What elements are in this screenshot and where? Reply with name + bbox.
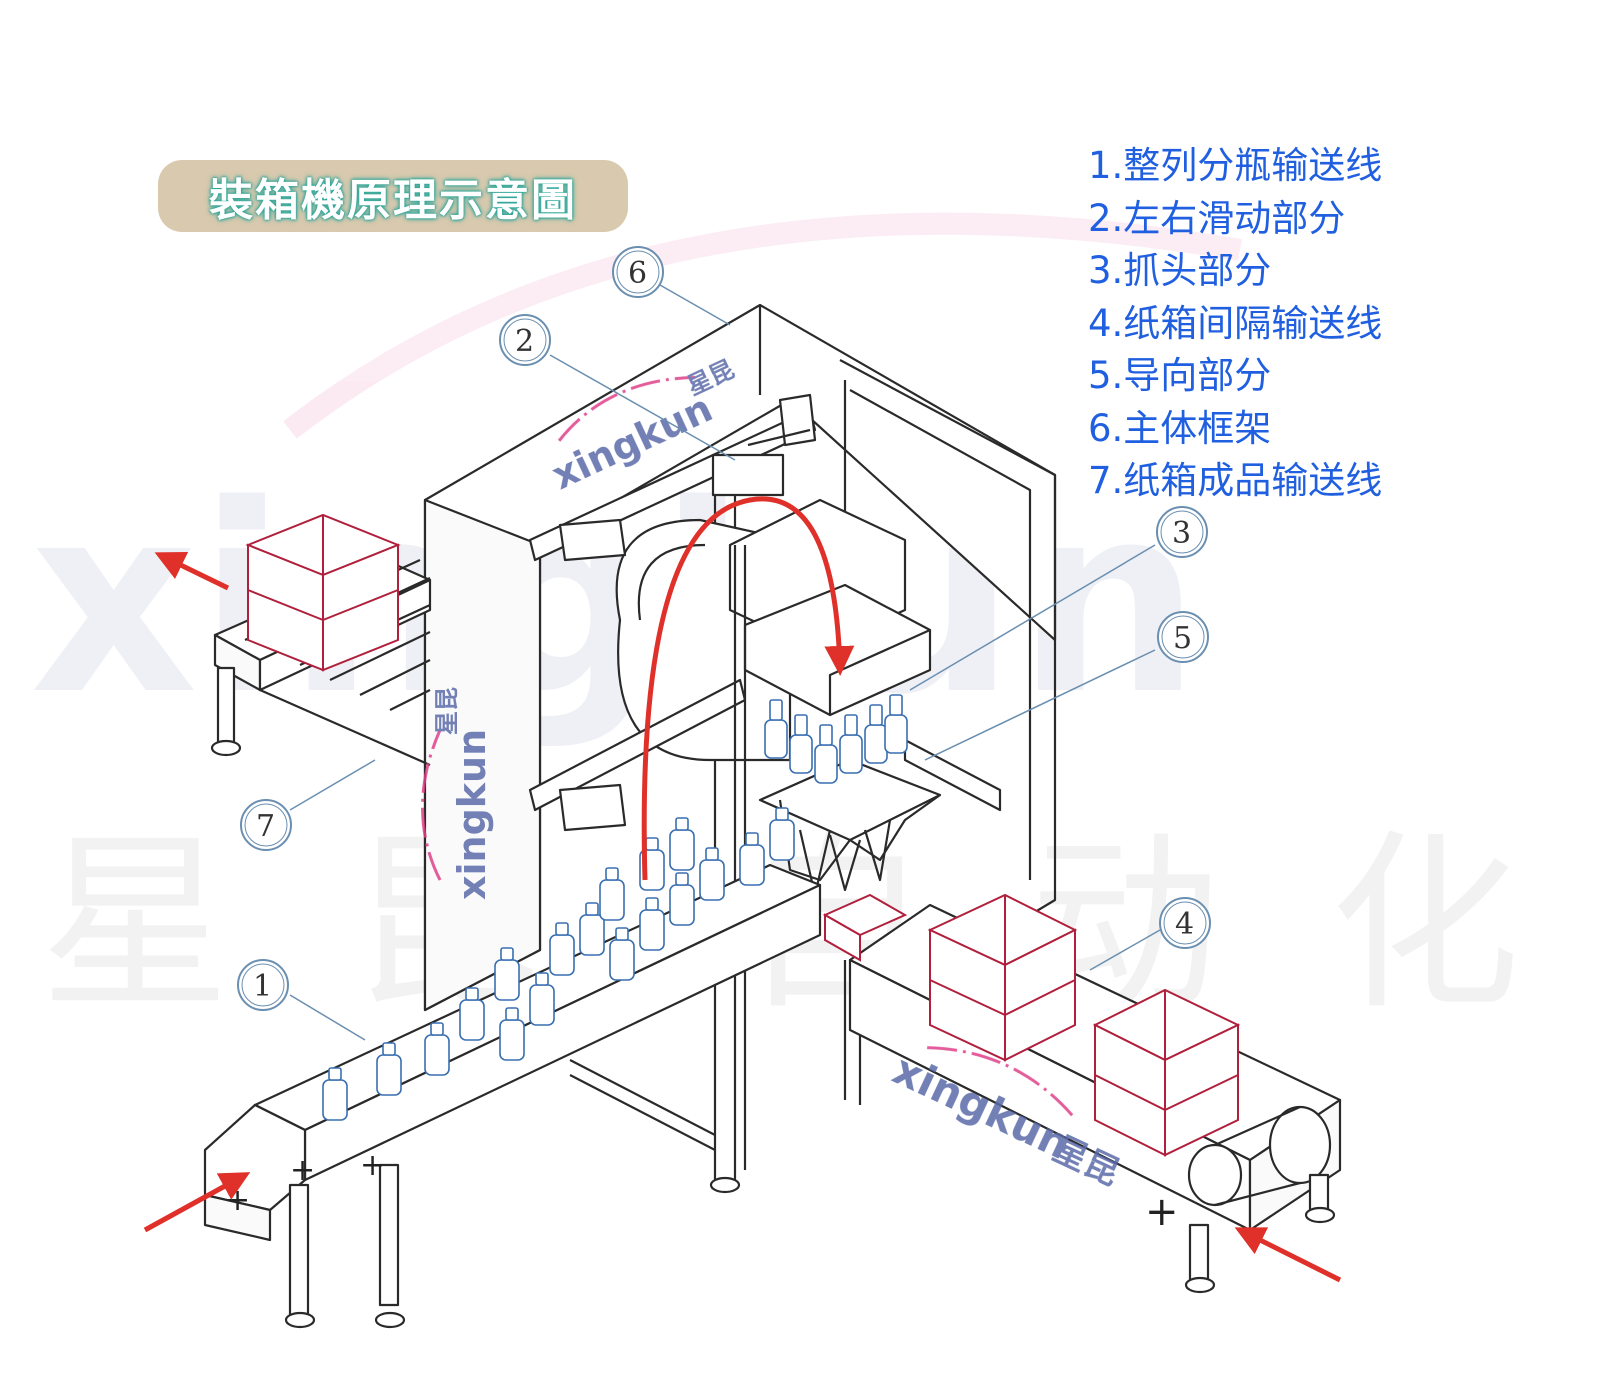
bottle xyxy=(424,1022,450,1076)
bottle xyxy=(376,1042,402,1096)
diagram-title: 裝箱機原理示意圖 xyxy=(209,175,577,226)
bottle xyxy=(864,704,888,764)
callout-label-2: 2 xyxy=(515,324,534,359)
svg-text:+: + xyxy=(225,1183,250,1218)
callout-label-7: 7 xyxy=(256,809,275,844)
bottle xyxy=(459,987,485,1041)
bottle-infeed-arrow xyxy=(143,1172,251,1233)
bottles xyxy=(322,694,908,1121)
bottle xyxy=(549,922,575,976)
bottle xyxy=(322,1067,348,1121)
svg-text:+: + xyxy=(360,1148,385,1183)
bottle xyxy=(814,724,838,784)
bottle xyxy=(609,927,635,981)
callout-label-3: 3 xyxy=(1172,516,1191,551)
callout-2: 2 xyxy=(499,314,551,366)
bottle xyxy=(739,832,765,886)
cartons xyxy=(245,513,1241,1157)
watermark-brand-cn-side: 星昆 xyxy=(433,687,461,735)
flow-arrows xyxy=(143,496,1342,1283)
callout-7: 7 xyxy=(240,799,292,851)
bottle xyxy=(884,694,908,754)
wm-char-1: 星 xyxy=(40,814,230,1035)
carton-outfeed-arrow xyxy=(154,551,230,591)
wm-char-5: 化 xyxy=(1330,814,1520,1035)
legend-item-7: 7.纸箱成品输送线 xyxy=(1088,459,1383,502)
callout-label-6: 6 xyxy=(628,256,647,291)
carton-outfeed xyxy=(245,513,401,672)
slide-rails xyxy=(528,393,817,832)
bottle xyxy=(599,867,625,921)
bottle xyxy=(499,1007,525,1061)
legend-item-3: 3.抓头部分 xyxy=(1088,249,1272,292)
legend-item-1: 1.整列分瓶输送线 xyxy=(1088,144,1383,187)
svg-text:+: + xyxy=(1145,1189,1179,1235)
bottle xyxy=(669,872,695,926)
callout-4: 4 xyxy=(1159,897,1211,949)
bottle xyxy=(764,699,788,759)
legend-item-4: 4.纸箱间隔输送线 xyxy=(1088,301,1383,345)
title-badge: 裝箱機原理示意圖 xyxy=(158,160,628,232)
gripper-motion-arrow xyxy=(641,496,855,881)
carton-infeed-arrow xyxy=(1234,1227,1342,1283)
bottle xyxy=(494,947,520,1001)
callouts: 1 2 3 4 5 6 7 xyxy=(237,246,1211,1011)
callout-1: 1 xyxy=(237,959,289,1011)
callout-6: 6 xyxy=(612,246,664,298)
svg-text:+: + xyxy=(290,1153,315,1188)
bottle xyxy=(839,714,863,774)
bottle xyxy=(529,972,555,1026)
bottle xyxy=(579,902,605,956)
bottle xyxy=(789,714,813,774)
bottle xyxy=(639,897,665,951)
callout-3: 3 xyxy=(1156,506,1208,558)
callout-label-1: 1 xyxy=(253,969,272,1004)
carton-infeed-1 xyxy=(927,893,1078,1062)
legend-item-6: 6.主体框架 xyxy=(1088,406,1272,450)
watermark-brand-side: xingkun xyxy=(450,729,494,900)
legend-item-5: 5.导向部分 xyxy=(1088,354,1272,397)
parts-legend: 1.整列分瓶输送线 2.左右滑动部分 3.抓头部分 4.纸箱间隔输送线 5.导向… xyxy=(1088,140,1382,508)
bottle xyxy=(699,847,725,901)
carton-infeed-2 xyxy=(1092,988,1241,1157)
carton-under-gripper xyxy=(822,893,908,962)
leader-lines xyxy=(289,284,1161,1041)
bottle xyxy=(769,807,795,861)
callout-5: 5 xyxy=(1157,611,1209,663)
callout-label-5: 5 xyxy=(1173,621,1192,656)
bottle xyxy=(669,817,695,871)
legend-item-2: 2.左右滑动部分 xyxy=(1088,196,1346,240)
callout-label-4: 4 xyxy=(1175,907,1194,942)
